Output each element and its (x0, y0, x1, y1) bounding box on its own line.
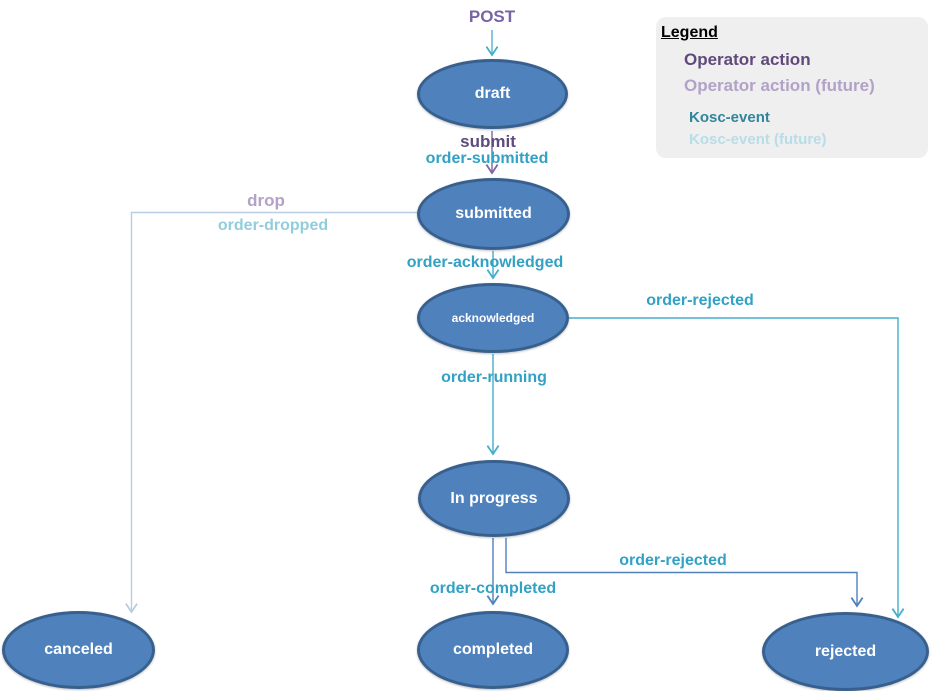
legend-item-kosc-event-future: Kosc-event (future) (689, 131, 827, 148)
state-node-submitted: submitted (417, 178, 570, 250)
legend-title: Legend (661, 24, 718, 41)
edge-label-order-running: order-running (441, 369, 547, 386)
state-node-rejected: rejected (762, 612, 929, 691)
legend-item-operator-action: Operator action (684, 50, 811, 69)
edge-label-post: POST (468, 7, 516, 26)
legend-item-kosc-event: Kosc-event (689, 109, 770, 126)
state-label: completed (452, 641, 533, 658)
state-label: submitted (455, 205, 532, 222)
state-label: rejected (814, 642, 877, 660)
state-node-draft: draft (417, 59, 568, 129)
state-node-canceled: canceled (2, 611, 155, 689)
state-label: draft (474, 85, 511, 102)
edge-inprogress-to-rejected (505, 538, 864, 608)
edge-label-order-submitted: order-submitted (425, 150, 549, 167)
edge-label-order-rejected-from-in-progress: order-rejected (619, 552, 727, 569)
edge-label-order-dropped: order-dropped (217, 217, 329, 234)
edge-submitted-to-canceled-drop (125, 211, 417, 614)
state-node-acknowledged: acknowledged (417, 283, 569, 353)
edge-label-drop: drop (247, 191, 285, 210)
state-label: In progress (450, 489, 538, 507)
state-label: canceled (44, 641, 113, 658)
state-node-completed: completed (417, 611, 569, 689)
edge-label-order-completed: order-completed (429, 580, 557, 597)
edge-label-order-acknowledged: order-acknowledged (406, 254, 564, 271)
state-node-in-progress: In progress (418, 460, 570, 537)
edge-label-submit: submit (460, 132, 516, 151)
legend-item-operator-action-future: Operator action (future) (684, 76, 875, 95)
edge-acknowledged-to-rejected (569, 317, 905, 619)
edge-label-order-rejected-from-acknowledged: order-rejected (646, 292, 754, 309)
legend-box: Legend Operator action Operator action (… (656, 17, 928, 158)
state-label: acknowledged (451, 311, 535, 325)
